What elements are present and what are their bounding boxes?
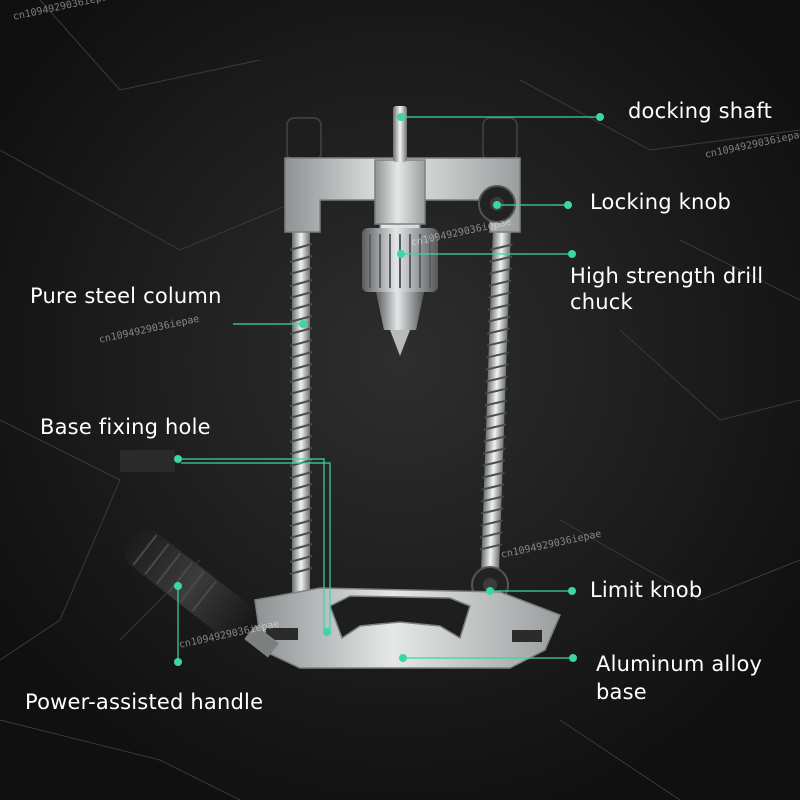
power-assisted-handle xyxy=(124,529,279,658)
leader-base-fixing-hole xyxy=(178,458,325,632)
dot-limit-knob xyxy=(486,587,494,595)
label-drill-chuck-line2: chuck xyxy=(570,290,633,314)
label-limit-knob: Limit knob xyxy=(590,578,703,602)
label-base-fixing-hole: Base fixing hole xyxy=(40,415,211,439)
left-steel-column xyxy=(289,200,313,595)
label-docking-shaft: docking shaft xyxy=(628,99,773,123)
dot-locking-knob xyxy=(493,201,501,209)
label-aluminum-base-line1: Aluminum alloy xyxy=(596,652,763,676)
dot-drill-chuck xyxy=(397,250,405,258)
dot-drill-chuck-end xyxy=(568,250,576,258)
dot-base-fixing-hole xyxy=(174,455,182,463)
label-steel-column: Pure steel column xyxy=(30,284,222,308)
dot-limit-knob-end xyxy=(568,587,576,595)
leader-base-fixing-hole-b xyxy=(181,462,331,632)
dot-docking-shaft-end xyxy=(596,113,604,121)
dot-base-fixing-hole-end xyxy=(323,628,331,636)
dot-steel-column xyxy=(299,320,307,328)
drill-chuck xyxy=(362,228,438,356)
dot-aluminum-base-end xyxy=(569,654,577,662)
right-steel-column xyxy=(479,199,513,581)
dot-handle-end xyxy=(174,658,182,666)
dot-aluminum-base xyxy=(399,654,407,662)
dot-docking-shaft xyxy=(397,113,405,121)
label-drill-chuck-line1: High strength drill xyxy=(570,264,764,288)
base-fixing-hole-box xyxy=(120,450,175,472)
dot-locking-knob-end xyxy=(564,201,572,209)
label-handle: Power-assisted handle xyxy=(25,690,264,714)
label-locking-knob: Locking knob xyxy=(590,190,732,214)
label-aluminum-base-line2: base xyxy=(596,680,647,704)
aluminum-base xyxy=(254,587,561,669)
dot-handle xyxy=(174,582,182,590)
